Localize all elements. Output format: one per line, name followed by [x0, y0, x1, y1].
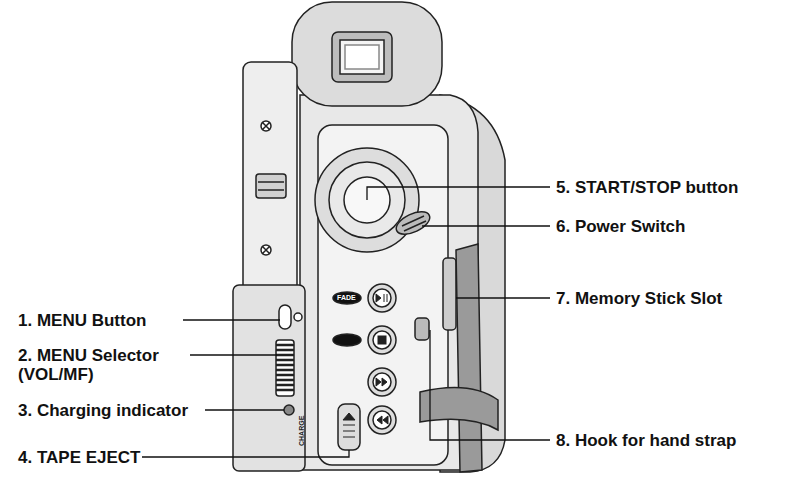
leader-line	[190, 354, 277, 355]
strap-hook	[415, 318, 429, 340]
hand-strap	[456, 244, 482, 472]
part-label: 5. START/STOP button	[556, 178, 791, 197]
panel-latch	[256, 174, 286, 198]
charging-indicator-lamp	[284, 405, 294, 415]
power-switch-lever	[393, 207, 433, 239]
rec-pill	[333, 334, 361, 346]
leader-line	[367, 187, 550, 200]
viewfinder-eyepiece	[292, 2, 442, 106]
side-control-box	[233, 285, 305, 471]
part-label: 1. MENU Button	[18, 311, 193, 330]
menu-button	[279, 305, 291, 329]
stop-button	[368, 326, 396, 354]
screw-slot	[262, 246, 270, 254]
leader-line	[422, 225, 550, 226]
eject-symbol	[343, 413, 355, 437]
part-label: 3. Charging indicator	[18, 401, 218, 420]
screw-slot	[262, 122, 270, 130]
leader-line	[205, 409, 284, 410]
leader-lines	[142, 187, 550, 457]
part-label: 6. Power Switch	[556, 217, 791, 236]
button-face	[373, 331, 391, 349]
latch-ridges	[258, 182, 284, 190]
fade-pill	[333, 292, 361, 304]
leader-line	[456, 297, 550, 298]
part-label: 2. MENU Selector (VOL/MF)	[18, 346, 193, 384]
stop-symbol	[378, 336, 386, 344]
hand-strap-loop	[420, 388, 498, 431]
rewind-button	[368, 406, 396, 434]
play-pause-button	[368, 284, 396, 312]
button-face	[373, 373, 391, 391]
fast-forward-symbol	[376, 378, 387, 386]
wheel-ridges	[276, 345, 294, 390]
leader-line	[183, 319, 280, 320]
leader-line	[430, 330, 550, 440]
play-pause-symbol	[376, 294, 387, 302]
screw	[294, 313, 302, 321]
button-face	[373, 289, 391, 307]
part-label: 4. TAPE EJECT	[18, 448, 218, 467]
rewind-symbol	[377, 416, 388, 424]
lever-ridges	[402, 216, 426, 231]
camcorder-body-group	[233, 2, 505, 472]
charge-text: CHARGE	[298, 416, 306, 446]
viewfinder-window	[340, 40, 384, 74]
fade-text: FADE	[337, 294, 356, 302]
leader-line	[142, 450, 349, 457]
menu-selector-wheel	[276, 340, 294, 396]
button-face	[373, 411, 391, 429]
viewfinder-glass	[345, 45, 379, 69]
screw	[261, 245, 271, 255]
memory-stick-slot	[443, 258, 456, 330]
fast-forward-button	[368, 368, 396, 396]
part-label: 8. Hook for hand strap	[556, 431, 791, 450]
part-label: 7. Memory Stick Slot	[556, 289, 791, 308]
tape-eject-slider	[338, 404, 360, 450]
viewfinder-frame	[332, 32, 392, 82]
screw	[261, 121, 271, 131]
